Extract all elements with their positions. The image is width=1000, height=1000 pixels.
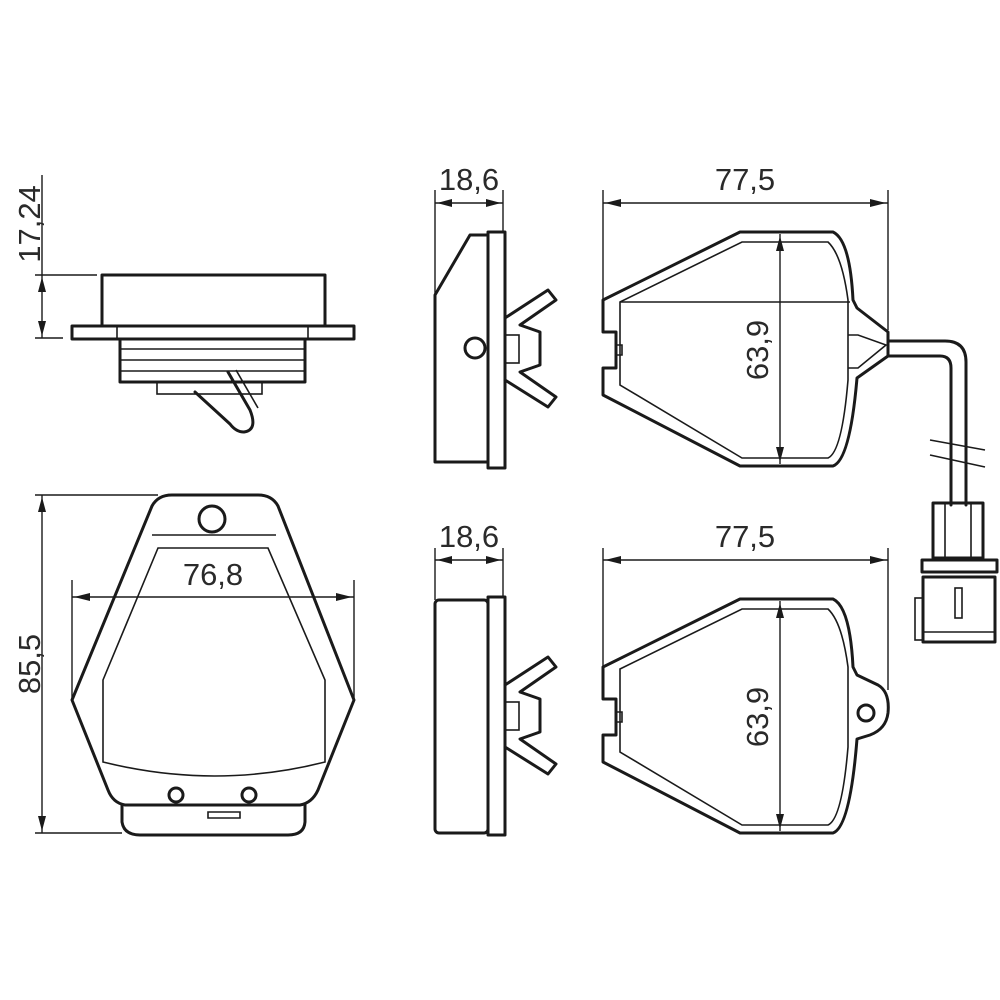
dimension-height: 17,24	[12, 175, 97, 339]
dim-label-18-6-bottom: 18,6	[439, 519, 499, 554]
mounting-ear-hole	[856, 703, 876, 723]
dim-label-77-5-bottom: 77,5	[715, 519, 775, 554]
front-view: 76,8 85,5	[12, 493, 356, 837]
dim-label-77-5-top: 77,5	[715, 162, 775, 197]
depth-view-bottom: 18,6	[433, 519, 558, 837]
dim-label-18-6-top: 18,6	[439, 162, 499, 197]
connector	[914, 501, 999, 644]
dimension-height: 85,5	[12, 494, 158, 834]
depth-view-top: 18,6	[433, 162, 558, 470]
mounting-hole	[197, 504, 227, 534]
dim-label-76-8: 76,8	[183, 557, 243, 592]
side-view: 17,24	[12, 175, 356, 434]
dim-label-85-5: 85,5	[12, 634, 47, 694]
cable	[886, 339, 986, 507]
top-view-with-ear: 77,5 63,9	[601, 519, 890, 835]
top-view-with-cable: 77,5 63,9	[601, 162, 999, 644]
dim-label-17-24: 17,24	[12, 185, 47, 263]
dim-label-63-9-bottom: 63,9	[740, 687, 775, 747]
dim-label-63-9-top: 63,9	[740, 320, 775, 380]
dimension-width: 76,8	[71, 557, 355, 700]
